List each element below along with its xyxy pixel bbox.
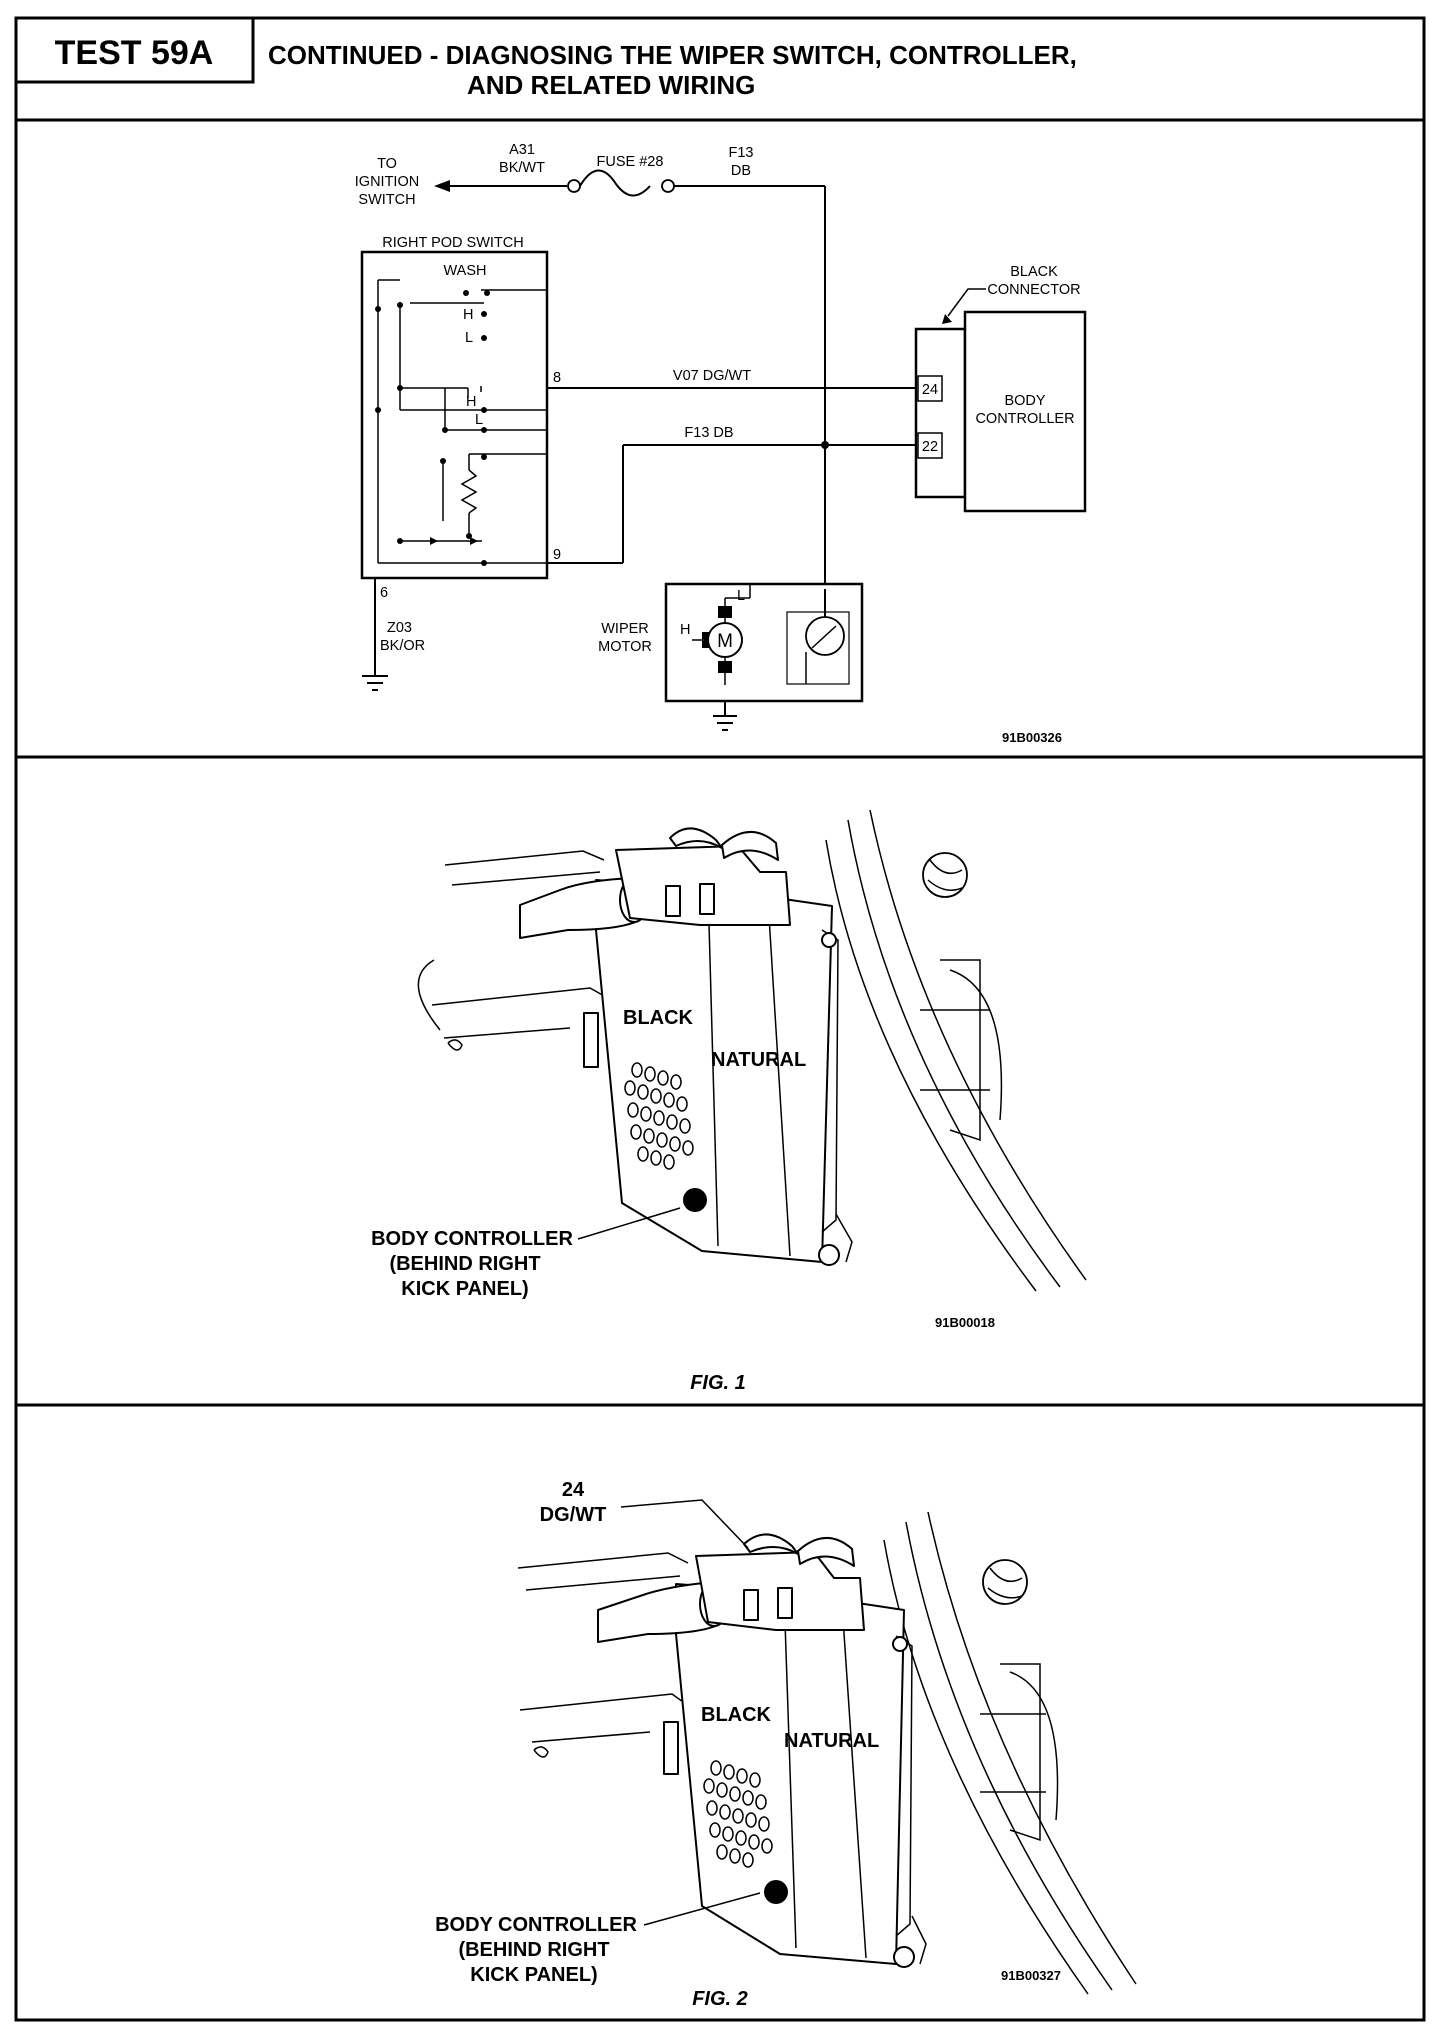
fig2-black-label: BLACK [701,1704,772,1726]
page-frame [14,16,1426,2022]
wire-f13-top-label: F13 [729,145,754,161]
motor-l-label: L [737,588,745,604]
page-header: TEST 59A CONTINUED - DIAGNOSING THE WIPE… [14,16,1077,100]
fig1-caption: FIG. 1 [690,1372,746,1394]
body-controller-illustration [517,1511,1137,1995]
wire-f13-label: F13 DB [684,425,733,441]
page-title-line2: AND RELATED WIRING [467,70,755,100]
vent-holes [703,1760,773,1868]
motor-h-label: H [680,622,690,638]
fuse-label: FUSE #28 [597,154,664,170]
fig1-black-label: BLACK [623,1007,694,1029]
leader-line [620,1499,749,1549]
fig2-pin-label-1: 24 [562,1479,585,1501]
fig2-body-controller-label-1: BODY CONTROLLER [435,1914,637,1936]
fig2-body-controller-label-3: KICK PANEL) [470,1964,597,1986]
figure-1: BLACK NATURAL BODY CONTROLLER (BEHIND RI… [371,809,1087,1394]
black-connector-label-2: CONNECTOR [987,282,1080,298]
to-ignition-label-1: TO [377,156,397,172]
fig2-body-controller-label-2: (BEHIND RIGHT [458,1939,609,1961]
cavity-24-box [917,375,943,402]
fig2-pin-label-2: DG/WT [540,1504,607,1526]
pin-9-label: 9 [553,547,561,563]
pin-6-label: 6 [380,585,388,601]
park-switch-icon [786,589,850,685]
figure-2: 24 DG/WT BLACK NATURAL BODY CONTROLLER (… [435,1479,1137,2010]
switch-internals [375,279,546,566]
fig1-natural-label: NATURAL [711,1049,806,1071]
fig1-body-controller-label-2: (BEHIND RIGHT [389,1253,540,1275]
fig2-code: 91B00327 [1001,1968,1061,1983]
wire-z03-label: Z03 [387,620,412,636]
right-pod-switch-label: RIGHT POD SWITCH [382,235,524,251]
motor-m-label: M [717,631,733,652]
fig2-natural-label: NATURAL [784,1730,879,1752]
vent-holes [624,1062,694,1170]
right-pod-switch-box [360,250,549,580]
fig2-caption: FIG. 2 [692,1988,748,2010]
fig1-body-controller-label-3: KICK PANEL) [401,1278,528,1300]
leader-line [643,1892,761,1926]
fig1-body-controller-label-1: BODY CONTROLLER [371,1228,573,1250]
wire-v07-label: V07 DG/WT [673,368,751,384]
pin-8-label: 8 [553,370,561,386]
body-controller-label-1: BODY [1004,393,1045,409]
wire-a31-color: BK/WT [499,160,545,176]
switch-l-label-1: L [465,330,473,346]
ground-icon [362,675,388,691]
fig1-code: 91B00018 [935,1315,995,1330]
wire-f13-top-color: DB [731,163,751,179]
schematic-code: 91B00326 [1002,730,1062,745]
arrow-icon [942,314,952,324]
wire-a31-label: A31 [509,142,535,158]
switch-h-label-1: H [463,307,473,323]
module-marker-dot [764,1880,788,1904]
wiper-motor-label-1: WIPER [601,621,649,637]
cavity-24-label: 24 [922,382,938,398]
cavity-22-box [917,432,943,459]
module-marker-dot [683,1188,707,1212]
test-id: TEST 59A [55,34,214,72]
body-controller-box [963,310,1087,513]
arrow-icon [434,180,450,192]
page-title-line1: CONTINUED - DIAGNOSING THE WIPER SWITCH,… [268,40,1077,70]
motor-icon: M [692,584,751,685]
switch-h-label-2: H [466,394,476,410]
to-ignition-label-3: SWITCH [358,192,415,208]
black-connector-label-1: BLACK [1010,264,1058,280]
wiring-schematic: TO IGNITION SWITCH A31 BK/WT FUSE #28 F1… [355,142,1087,745]
leader-line [577,1207,681,1240]
wiper-motor-label-2: MOTOR [598,639,652,655]
cavity-22-label: 22 [922,439,938,455]
wash-label: WASH [444,263,487,279]
black-connector-box [914,327,967,499]
fuse-icon [567,169,675,197]
ground-icon [713,715,737,731]
to-ignition-label-2: IGNITION [355,174,419,190]
body-controller-illustration [417,809,1087,1292]
body-controller-label-2: CONTROLLER [975,411,1074,427]
switch-l-label-2: L [475,412,483,428]
wire-z03-color: BK/OR [380,638,425,654]
